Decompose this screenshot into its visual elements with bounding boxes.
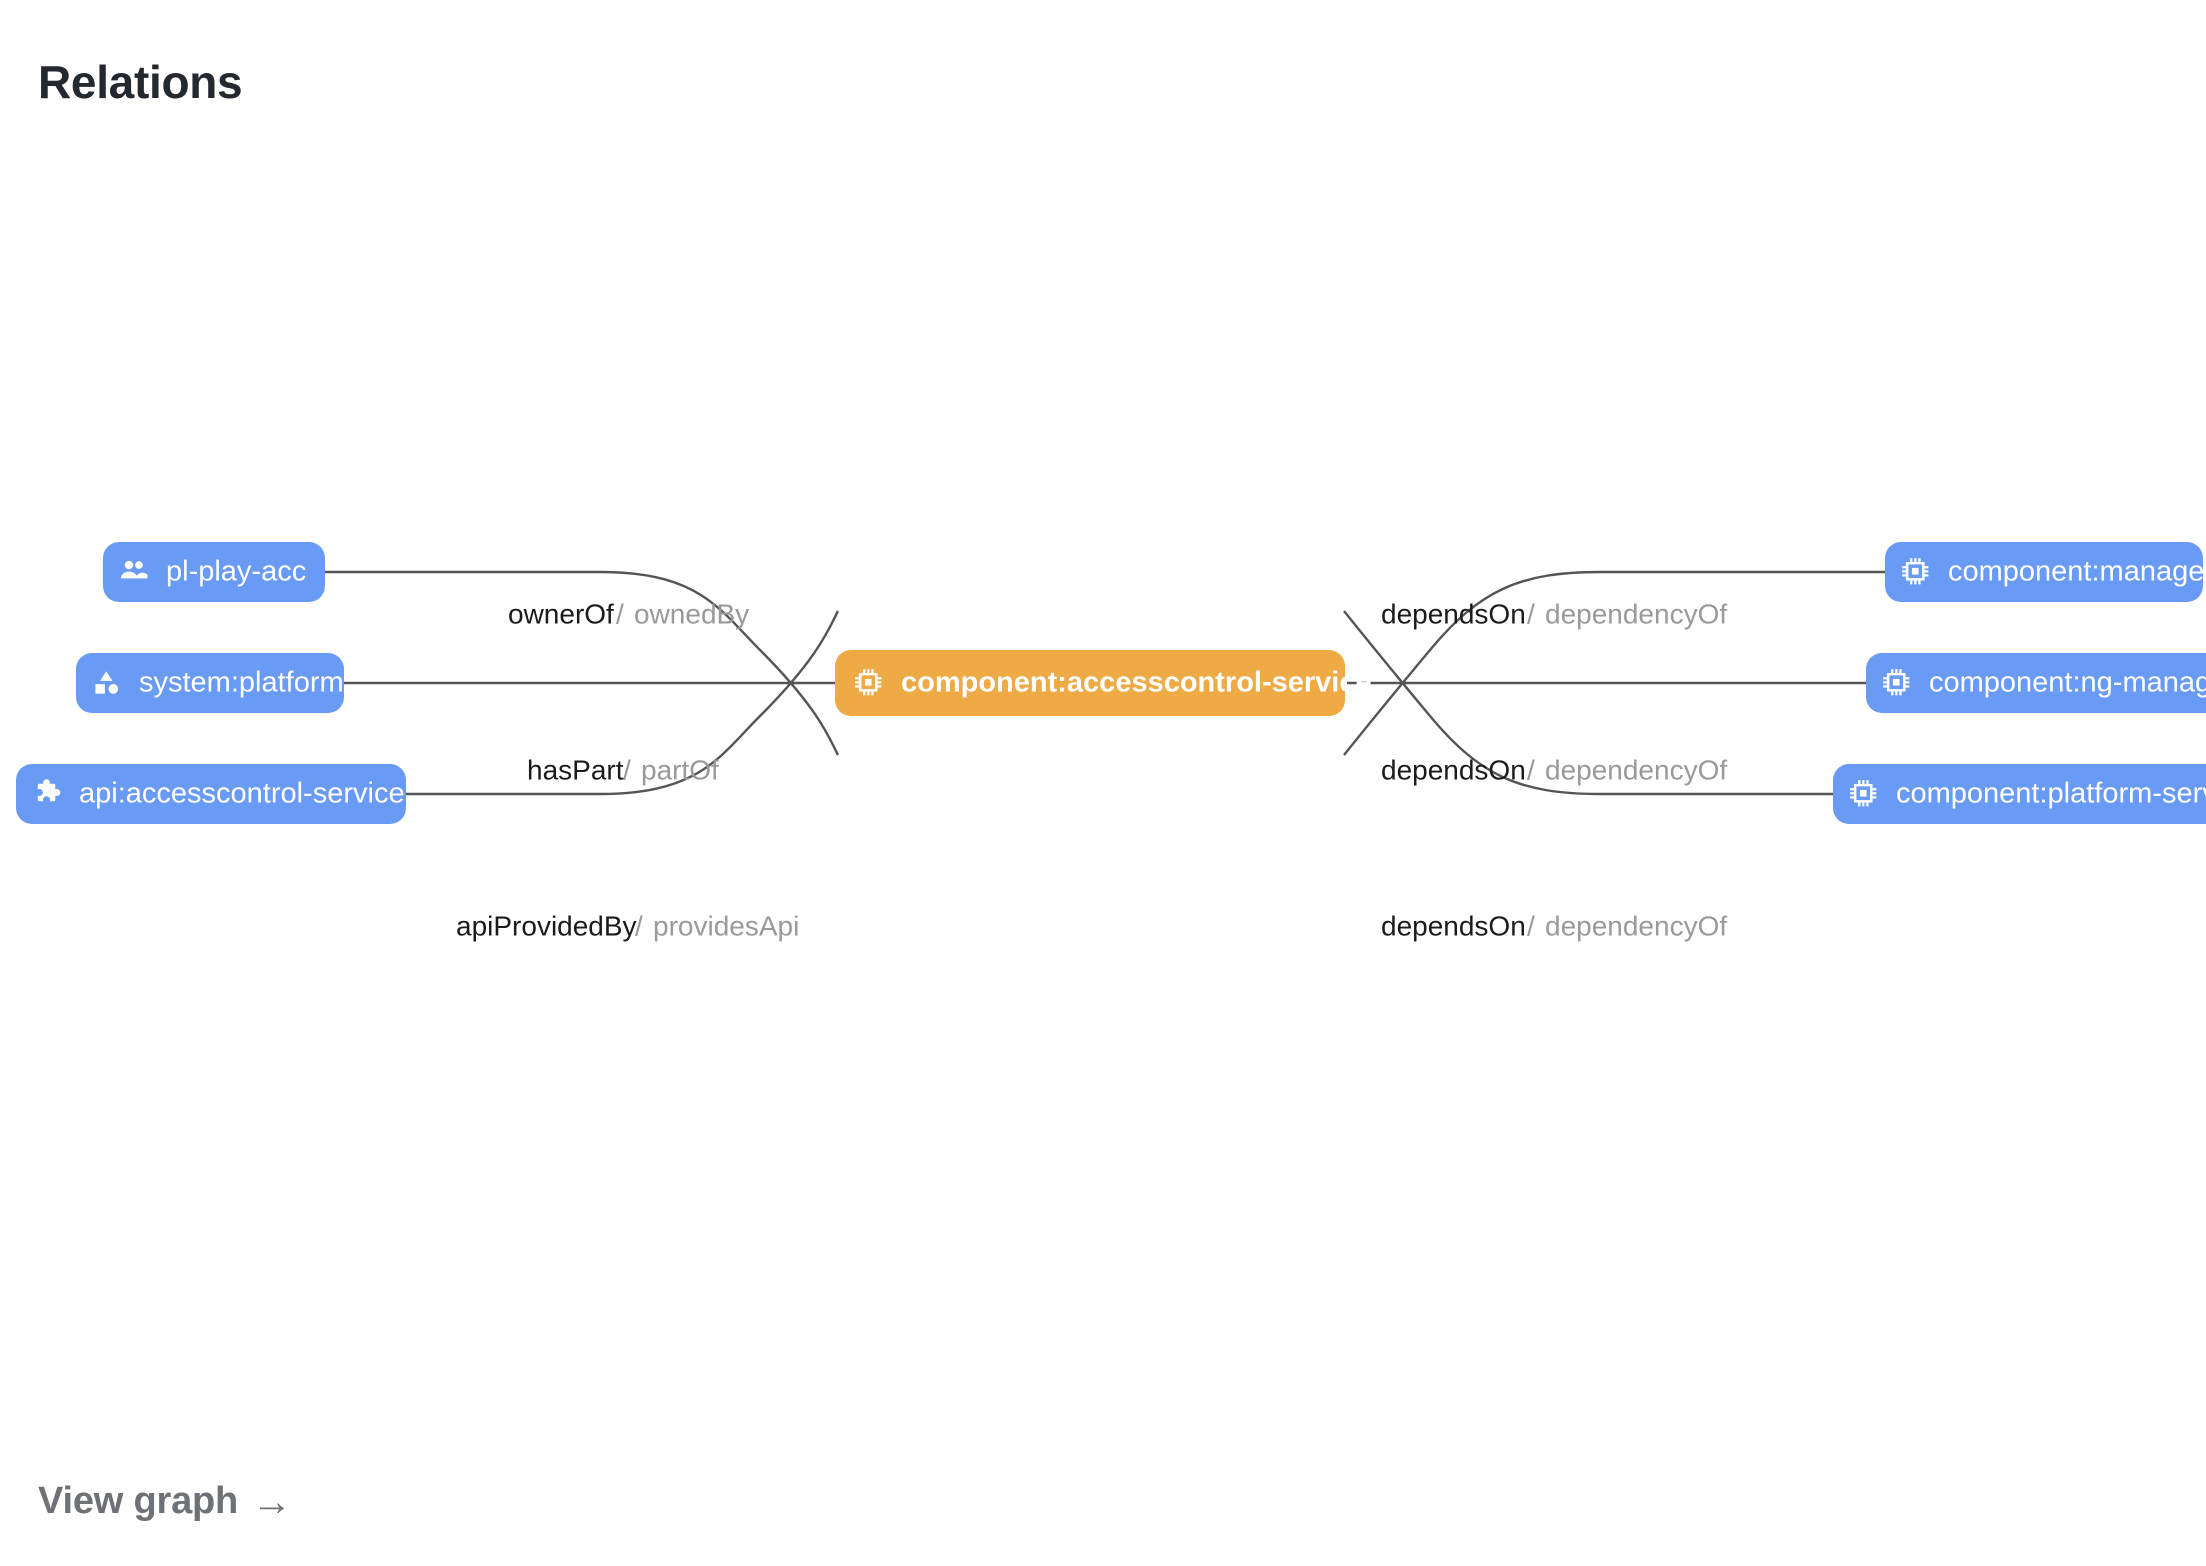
graph-node-api-accesscontrol-service[interactable]: api:accesscontrol-service xyxy=(16,764,406,824)
relations-graph-canvas[interactable]: ownerOf / ownedBy hasPart / partOf apiPr… xyxy=(0,90,2206,1430)
node-label: pl-play-acc xyxy=(166,556,306,588)
edge-label-primary-text: apiProvidedBy xyxy=(456,910,637,941)
page-title: Relations xyxy=(38,55,243,108)
node-background[interactable] xyxy=(103,542,325,602)
edge-label-separator: / xyxy=(1527,598,1535,629)
node-label: system:platform xyxy=(139,667,344,699)
node-background[interactable] xyxy=(16,764,406,824)
edge-layer xyxy=(266,570,1890,796)
edge-label-primary-text: hasPart xyxy=(527,754,624,785)
node-label: component:ng-manager xyxy=(1929,667,2206,699)
edge-label-secondary-text: ownedBy xyxy=(634,598,749,629)
node-label: component:manager xyxy=(1948,556,2206,588)
edge-label-dependsOn-ng-manager: dependsOn / dependencyOf xyxy=(1381,754,1727,785)
memory-chip-icon xyxy=(1848,778,1878,808)
edge-label-secondary-text: providesApi xyxy=(653,910,799,941)
view-graph-link[interactable]: View graph → xyxy=(38,1480,292,1523)
node-label: component:platform-service xyxy=(1896,778,2206,810)
edge-label-primary-text: ownerOf xyxy=(508,598,614,629)
edge-label-dependsOn-manager: dependsOn / dependencyOf xyxy=(1381,598,1727,629)
memory-chip-icon xyxy=(853,667,883,697)
edge-label-secondary-text: dependencyOf xyxy=(1545,754,1727,785)
edge-path-apiProvidedBy xyxy=(400,610,840,796)
node-background[interactable] xyxy=(76,653,344,713)
edge-label-hasPart: hasPart / partOf xyxy=(527,754,719,785)
graph-node-component-ng-manager[interactable]: component:ng-manager xyxy=(1866,653,2206,713)
arrow-right-icon: → xyxy=(252,1479,292,1524)
edge-label-separator: / xyxy=(635,910,643,941)
node-background[interactable] xyxy=(1866,653,2206,713)
graph-node-component-manager[interactable]: component:manager xyxy=(1885,542,2206,602)
edge-path-ownerOf xyxy=(266,570,840,756)
edge-path-dependsOn-platform-service xyxy=(1343,610,1838,796)
graph-node-component-accesscontrol-service-focus[interactable]: component:accesscontrol-service xyxy=(835,650,1372,716)
graph-node-system-platform[interactable]: system:platform xyxy=(76,653,344,713)
edge-label-apiProvidedBy: apiProvidedBy / providesApi xyxy=(456,910,799,941)
edge-path-dependsOn-manager xyxy=(1343,570,1890,756)
edge-label-secondary-text: dependencyOf xyxy=(1545,910,1727,941)
node-background[interactable] xyxy=(1833,764,2206,824)
edge-label-separator: / xyxy=(1527,754,1535,785)
edge-label-secondary-text: dependencyOf xyxy=(1545,598,1727,629)
memory-chip-icon xyxy=(1881,667,1911,697)
edge-label-separator: / xyxy=(1527,910,1535,941)
view-graph-label: View graph xyxy=(38,1480,239,1522)
edge-label-separator: / xyxy=(623,754,631,785)
node-background[interactable] xyxy=(835,650,1345,716)
edge-label-layer: ownerOf / ownedBy hasPart / partOf apiPr… xyxy=(456,598,1727,941)
edge-label-primary-text: dependsOn xyxy=(1381,598,1526,629)
edge-label-primary-text: dependsOn xyxy=(1381,910,1526,941)
memory-chip-icon xyxy=(1900,556,1930,586)
graph-node-component-platform-service[interactable]: component:platform-service xyxy=(1833,764,2206,824)
edge-label-secondary-text: partOf xyxy=(641,754,719,785)
edge-label-separator: / xyxy=(616,598,624,629)
node-label: component:accesscontrol-service xyxy=(901,667,1372,699)
node-layer: pl-play-acc system:platform api: xyxy=(16,542,2206,824)
graph-node-pl-play-acc[interactable]: pl-play-acc xyxy=(103,542,325,602)
edge-label-ownerOf: ownerOf / ownedBy xyxy=(508,598,749,629)
node-background[interactable] xyxy=(1885,542,2203,602)
node-label: api:accesscontrol-service xyxy=(79,778,405,810)
edge-label-primary-text: dependsOn xyxy=(1381,754,1526,785)
edge-label-dependsOn-platform-service: dependsOn / dependencyOf xyxy=(1381,910,1727,941)
